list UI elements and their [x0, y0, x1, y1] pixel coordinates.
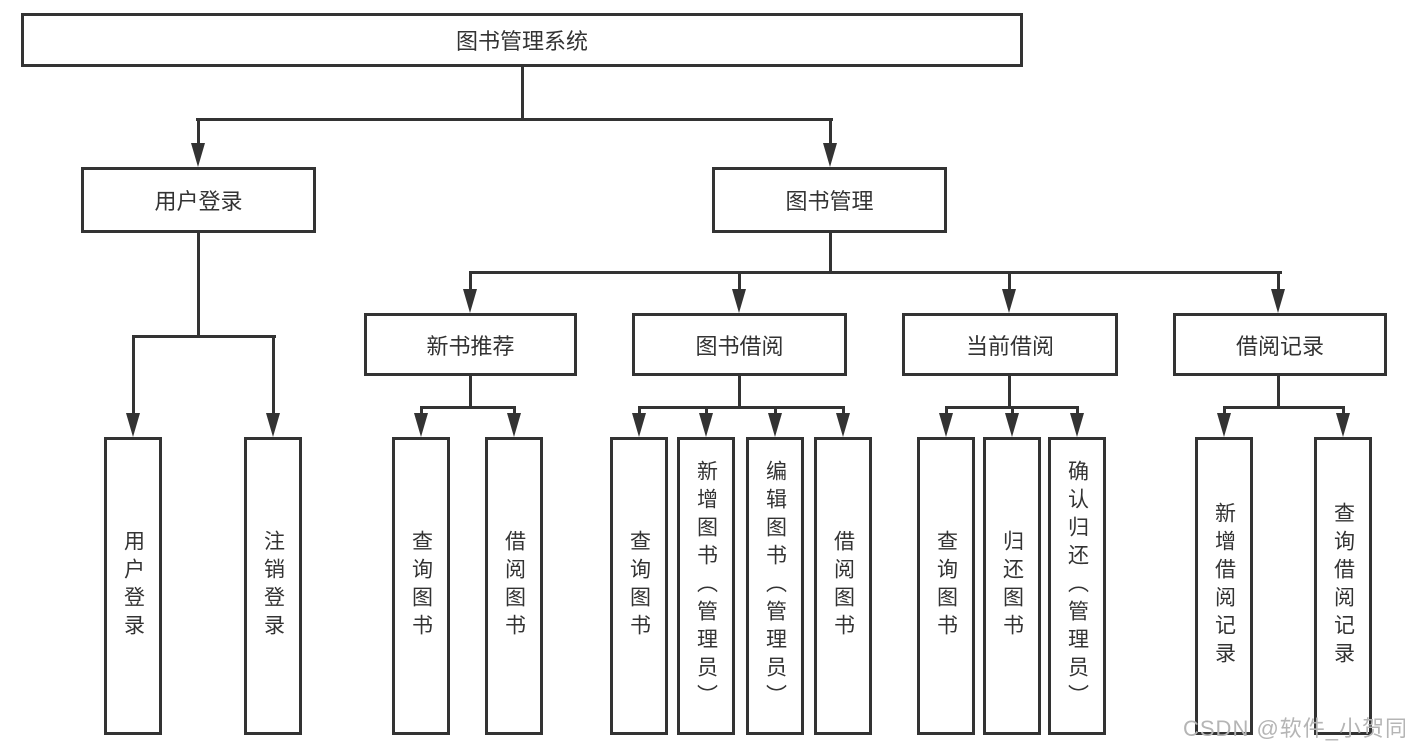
- arrow-down-icon: [414, 413, 428, 437]
- node-borrow-records: 借阅记录: [1173, 313, 1387, 376]
- edge-line: [738, 271, 741, 293]
- edge-line: [196, 118, 833, 121]
- node-new-book-recommend: 新书推荐: [364, 313, 577, 376]
- leaf-borrow-books: 借阅图书: [814, 437, 872, 735]
- leaf-add-book-admin: 新增图书（管理员）: [677, 437, 735, 735]
- edge-line: [420, 406, 423, 419]
- leaf-query-borrow-record: 查询借阅记录: [1314, 437, 1372, 735]
- edge-line: [1223, 406, 1345, 409]
- node-root-library-system: 图书管理系统: [21, 13, 1023, 67]
- edge-line: [638, 406, 641, 419]
- edge-line: [1011, 406, 1014, 419]
- edge-line: [521, 66, 524, 121]
- arrow-down-icon: [823, 143, 837, 167]
- edge-line: [1342, 406, 1345, 419]
- arrow-down-icon: [632, 413, 646, 437]
- edge-line: [829, 232, 832, 274]
- edge-line: [829, 118, 832, 146]
- edge-line: [738, 376, 741, 409]
- edge-line: [513, 406, 516, 419]
- edge-line: [638, 406, 845, 409]
- edge-line: [1277, 376, 1280, 409]
- arrow-down-icon: [732, 289, 746, 313]
- edge-line: [132, 335, 276, 338]
- leaf-query-books: 查询图书: [917, 437, 975, 735]
- edge-line: [1008, 376, 1011, 409]
- edge-line: [842, 406, 845, 419]
- arrow-down-icon: [463, 289, 477, 313]
- arrow-down-icon: [191, 143, 205, 167]
- leaf-user-login: 用户登录: [104, 437, 162, 735]
- arrow-down-icon: [768, 413, 782, 437]
- node-book-borrow: 图书借阅: [632, 313, 847, 376]
- arrow-down-icon: [836, 413, 850, 437]
- edge-line: [705, 406, 708, 419]
- edge-line: [1223, 406, 1226, 419]
- arrow-down-icon: [939, 413, 953, 437]
- arrow-down-icon: [1271, 289, 1285, 313]
- arrow-down-icon: [126, 413, 140, 437]
- edge-line: [469, 271, 472, 293]
- edge-line: [197, 232, 200, 338]
- arrow-down-icon: [1070, 413, 1084, 437]
- arrow-down-icon: [1005, 413, 1019, 437]
- edge-line: [272, 335, 275, 417]
- node-user-login: 用户登录: [81, 167, 316, 233]
- leaf-add-borrow-record: 新增借阅记录: [1195, 437, 1253, 735]
- edge-line: [469, 376, 472, 409]
- edge-line: [1277, 271, 1280, 293]
- arrow-down-icon: [1002, 289, 1016, 313]
- node-book-management: 图书管理: [712, 167, 947, 233]
- watermark: CSDN @软件_小贺同学: [1183, 716, 1405, 741]
- arrow-down-icon: [1336, 413, 1350, 437]
- leaf-logout: 注销登录: [244, 437, 302, 735]
- edge-line: [1008, 271, 1011, 293]
- leaf-query-books: 查询图书: [610, 437, 668, 735]
- leaf-return-books: 归还图书: [983, 437, 1041, 735]
- edge-line: [1076, 406, 1079, 419]
- edge-line: [469, 271, 1282, 274]
- arrow-down-icon: [1217, 413, 1231, 437]
- leaf-query-books: 查询图书: [392, 437, 450, 735]
- edge-line: [132, 335, 135, 417]
- edge-line: [197, 118, 200, 146]
- node-current-borrow: 当前借阅: [902, 313, 1118, 376]
- edge-line: [420, 406, 516, 409]
- edge-line: [945, 406, 948, 419]
- arrow-down-icon: [266, 413, 280, 437]
- leaf-edit-book-admin: 编辑图书（管理员）: [746, 437, 804, 735]
- leaf-borrow-books: 借阅图书: [485, 437, 543, 735]
- leaf-confirm-return-admin: 确认归还（管理员）: [1048, 437, 1106, 735]
- arrow-down-icon: [699, 413, 713, 437]
- edge-line: [774, 406, 777, 419]
- arrow-down-icon: [507, 413, 521, 437]
